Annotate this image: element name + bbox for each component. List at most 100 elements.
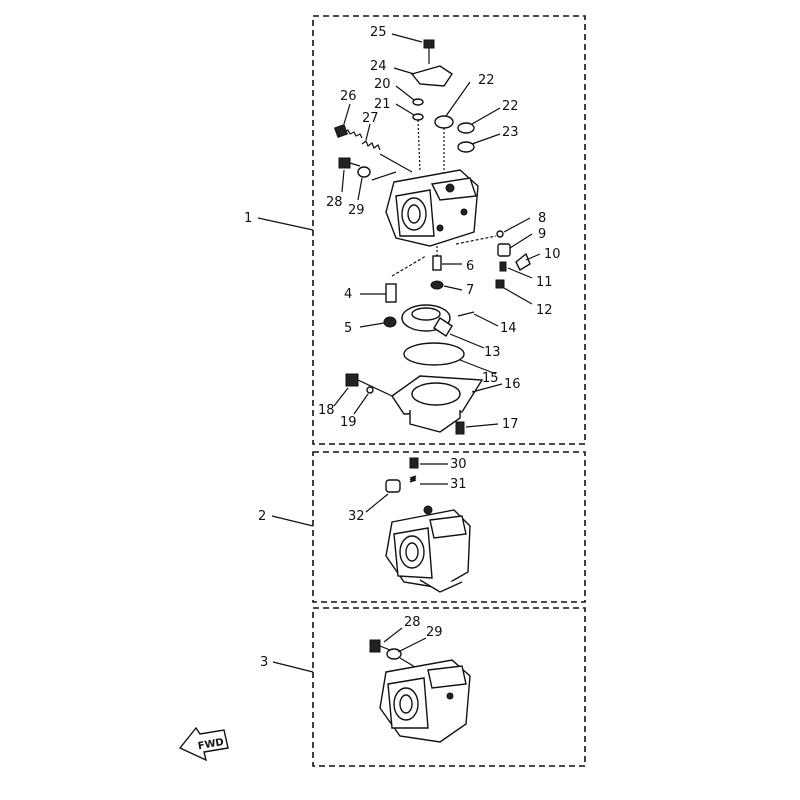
leader-26 (343, 103, 351, 125)
part-pin-11 (499, 261, 507, 272)
callout-2: 2 (258, 509, 266, 524)
leader-8 (503, 217, 531, 233)
leader-28a (341, 169, 345, 193)
part-jet-6 (432, 255, 442, 271)
leader-2 (271, 515, 314, 527)
part-spring-27 (361, 140, 381, 151)
callout-12: 12 (536, 303, 553, 318)
part-shim-10 (515, 252, 531, 271)
part-screw-30 (409, 457, 419, 469)
part-float-chamber-16 (391, 375, 484, 433)
part-washer-29 (357, 166, 371, 178)
part-gasket-15 (403, 342, 465, 366)
leader-3 (272, 661, 314, 673)
part-screw-17 (455, 421, 465, 435)
callout-24: 24 (370, 59, 387, 74)
callout-7: 7 (466, 283, 474, 298)
leader-10 (525, 253, 541, 261)
callout-5: 5 (344, 321, 352, 336)
leader-14 (473, 313, 499, 327)
leader-27 (365, 123, 371, 141)
callout-16: 16 (504, 377, 521, 392)
callout-32: 32 (348, 509, 365, 524)
part-spacer-32 (385, 479, 401, 493)
callout-20: 20 (374, 77, 391, 92)
leader-17 (465, 423, 499, 428)
carburetor-body-3 (379, 659, 471, 743)
part-screw-28 (338, 157, 351, 169)
leader-1 (257, 217, 314, 231)
callout-4: 4 (344, 287, 352, 302)
callout-8: 8 (538, 211, 546, 226)
leader-18 (333, 387, 349, 407)
leader-13 (449, 333, 485, 349)
leader-29b (397, 637, 427, 653)
callout-15: 15 (482, 371, 499, 386)
leader-21 (395, 103, 415, 116)
callout-14: 14 (500, 321, 517, 336)
part-float-13 (401, 304, 453, 337)
callout-29b: 29 (426, 625, 443, 640)
carburetor-body-1 (385, 169, 479, 247)
leader-19 (353, 393, 369, 415)
callout-6: 6 (466, 259, 474, 274)
leader-12 (503, 287, 533, 305)
part-screw-25 (423, 39, 435, 64)
leader-28b (383, 627, 403, 643)
callout-22b: 22 (502, 99, 519, 114)
callout-13: 13 (484, 345, 501, 360)
leader-22a (445, 81, 471, 117)
callout-19: 19 (340, 415, 357, 430)
leader-5 (359, 322, 385, 328)
group-frame-3 (312, 607, 586, 767)
part-clip-8 (496, 230, 504, 238)
fwd-arrow-icon: FWD (178, 726, 229, 762)
callout-10: 10 (544, 247, 561, 262)
leader-16 (471, 383, 503, 393)
group-frame-2 (312, 451, 586, 603)
callout-29a: 29 (348, 203, 365, 218)
leader-15 (459, 359, 497, 375)
part-jet-4 (385, 283, 397, 303)
part-cap-22a (434, 115, 454, 129)
callout-31: 31 (450, 477, 467, 492)
callout-9: 9 (538, 227, 546, 242)
leader-20 (395, 85, 415, 101)
leader-29a (357, 177, 363, 201)
part-cap-22b (457, 122, 475, 134)
part-screw-12 (495, 279, 505, 289)
callout-22a: 22 (478, 73, 495, 88)
callout-1: 1 (244, 211, 252, 226)
leader-24 (393, 67, 415, 75)
leader-23 (471, 133, 501, 145)
leader-11 (507, 267, 533, 279)
part-washer-20 (412, 98, 424, 106)
callout-25: 25 (370, 25, 387, 40)
callout-11: 11 (536, 275, 553, 290)
callout-21: 21 (374, 97, 391, 112)
callout-30: 30 (450, 457, 467, 472)
part-screw-28b (369, 639, 381, 653)
part-washer-19 (366, 386, 374, 394)
leader-9 (509, 233, 533, 249)
part-screw-18 (345, 373, 359, 387)
part-plate-24 (410, 65, 453, 87)
callout-26: 26 (340, 89, 357, 104)
part-washer-21 (412, 113, 424, 121)
callout-17: 17 (502, 417, 519, 432)
part-spring-31 (409, 475, 417, 483)
leader-25 (391, 33, 423, 43)
callout-28b: 28 (404, 615, 421, 630)
leader-7 (443, 285, 463, 291)
part-seal-23 (457, 141, 475, 153)
callout-27: 27 (362, 111, 379, 126)
carburetor-body-2 (385, 505, 471, 593)
callout-28a: 28 (326, 195, 343, 210)
fwd-label: FWD (197, 737, 225, 752)
callout-18: 18 (318, 403, 335, 418)
part-screw-26 (333, 123, 363, 139)
part-plug-5 (383, 316, 397, 328)
callout-3: 3 (260, 655, 268, 670)
